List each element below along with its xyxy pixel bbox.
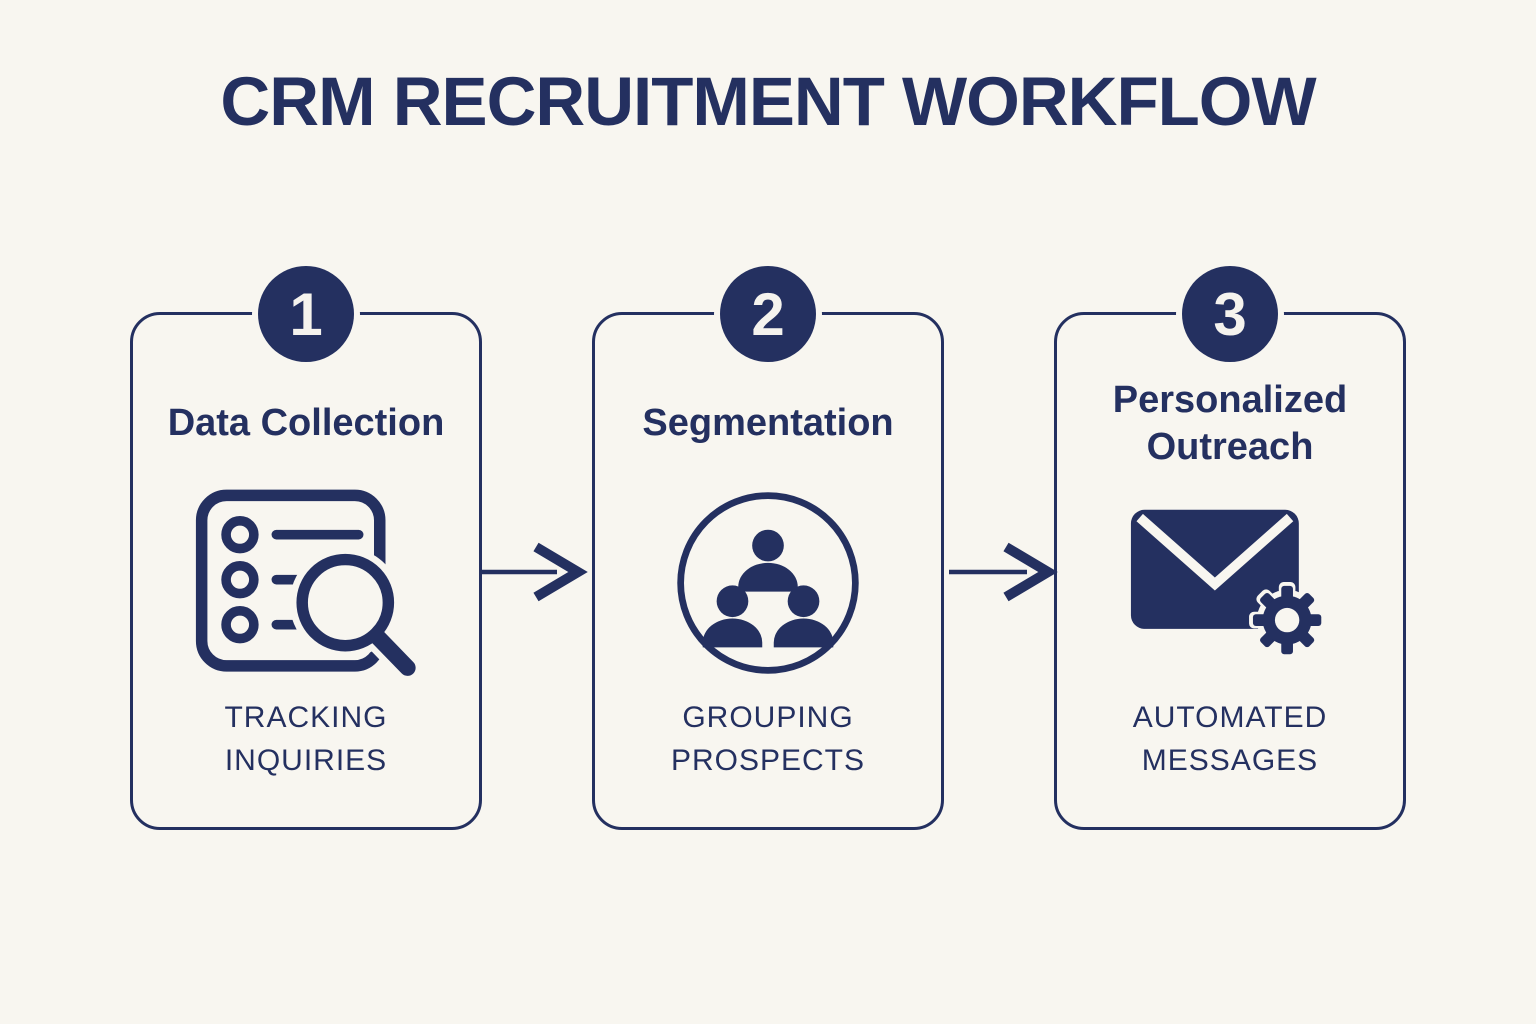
step-title: Data Collection: [167, 402, 445, 445]
step-number-badge: 3: [1182, 266, 1278, 362]
step-card-data-collection: 1 Data Collection TRACKING INQUIRIES: [130, 266, 482, 830]
people-group-icon: [672, 477, 864, 689]
email-gear-icon: [1128, 477, 1333, 689]
page-title: CRM RECRUITMENT WORKFLOW: [220, 63, 1316, 140]
step-caption: TRACKING INQUIRIES: [224, 701, 388, 777]
step-number: 1: [289, 280, 323, 348]
step-number-badge: 2: [720, 266, 816, 362]
step-card-personalized-outreach: 3 Personalized Outreach: [1054, 266, 1406, 830]
checklist-search-icon: [194, 477, 419, 689]
workflow-steps: 1 Data Collection TRACKING INQUIRIES 2 S…: [130, 266, 1406, 830]
step-card-segmentation: 2 Segmentation GROUPING PROSPECTS: [592, 266, 944, 830]
arrow-right-icon: [949, 540, 1063, 609]
step-caption: GROUPING PROSPECTS: [670, 701, 866, 777]
step-title: Personalized Outreach: [1112, 378, 1348, 469]
arrow-right-icon: [479, 540, 593, 609]
step-caption: AUTOMATED MESSAGES: [1132, 701, 1328, 777]
step-number: 2: [751, 280, 785, 348]
step-number: 3: [1213, 280, 1247, 348]
step-number-badge: 1: [258, 266, 354, 362]
step-title: Segmentation: [642, 402, 894, 445]
